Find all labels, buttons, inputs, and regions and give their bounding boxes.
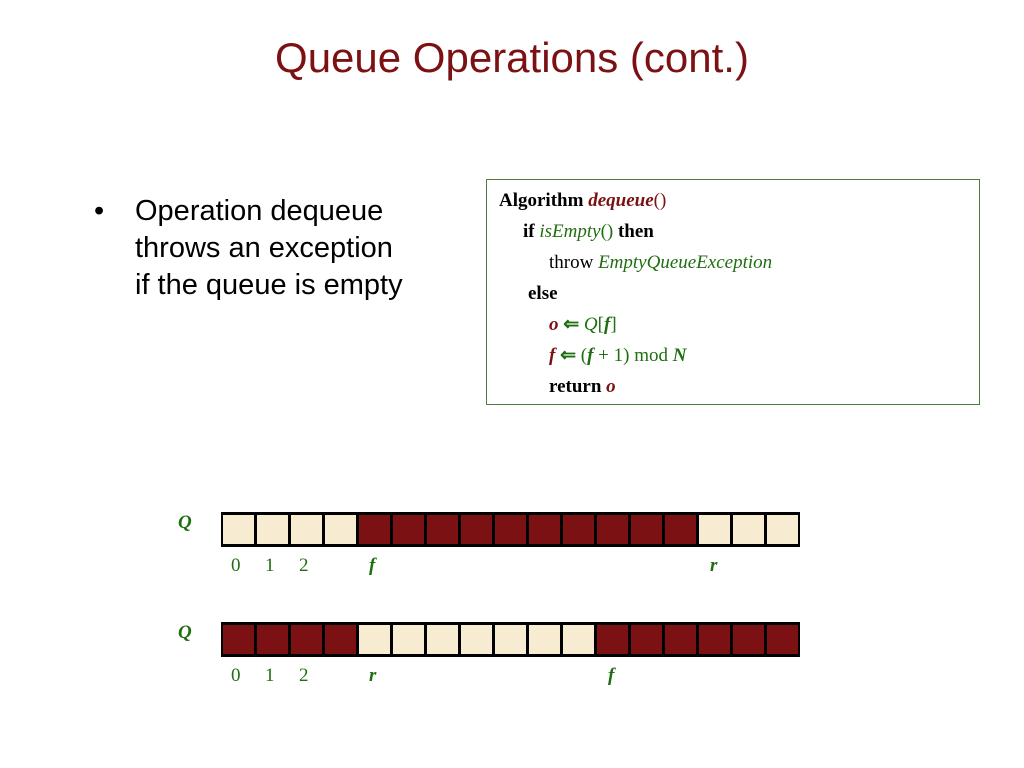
algo-keyword-if: if: [523, 221, 535, 242]
index-label-2: 2: [299, 665, 309, 686]
algo-paren: (: [580, 345, 588, 366]
array-cell-occupied: [461, 515, 492, 544]
algo-name: dequeue: [588, 190, 654, 211]
algo-expr: + 1) mod: [593, 345, 673, 366]
algo-var-o: o: [549, 314, 559, 335]
index-label-front: f: [369, 555, 376, 576]
bullet-line: throws an exception: [135, 232, 393, 264]
index-label-1: 1: [265, 665, 275, 686]
algo-index-f: f: [603, 314, 611, 335]
index-label-front: f: [608, 665, 615, 686]
array-cell-empty: [699, 515, 730, 544]
array-cell-empty: [529, 625, 560, 654]
bullet-item: • Operation dequeue throws an exception …: [94, 193, 474, 304]
algo-var-n: N: [672, 345, 687, 366]
algo-parens: (): [600, 221, 614, 242]
algo-parens: (): [653, 190, 667, 211]
array-cell-occupied: [393, 515, 424, 544]
index-label-rear: r: [369, 665, 377, 686]
array-cell-empty: [733, 515, 764, 544]
left-arrow-icon: ⇐: [563, 314, 580, 335]
array-cell-occupied: [767, 625, 798, 654]
array-cell-empty: [291, 515, 322, 544]
array-cell-empty: [427, 625, 458, 654]
algo-line-else: else: [528, 282, 558, 306]
array-cell-empty: [393, 625, 424, 654]
array-cell-empty: [461, 625, 492, 654]
array-cell-occupied: [427, 515, 458, 544]
array-cell-empty: [257, 515, 288, 544]
slide-title: Queue Operations (cont.): [275, 34, 749, 81]
index-label-1: 1: [265, 555, 275, 576]
algo-line-header: Algorithm dequeue(): [499, 189, 666, 213]
algo-keyword-throw: throw: [549, 252, 594, 273]
algo-keyword-then: then: [617, 221, 654, 242]
index-label-0: 0: [231, 555, 241, 576]
algo-keyword: Algorithm: [499, 190, 584, 211]
algo-line-if: if isEmpty() then: [523, 220, 654, 244]
array-label-q: Q: [178, 512, 192, 533]
bullet-line: Operation dequeue: [135, 195, 384, 227]
array-cell-empty: [767, 515, 798, 544]
algo-keyword-else: else: [528, 283, 558, 304]
array-cell-occupied: [631, 625, 662, 654]
array-cell-occupied: [325, 625, 356, 654]
algo-line-assign-o: o ⇐ Q[f]: [549, 313, 617, 337]
array-cell-occupied: [257, 625, 288, 654]
index-label-rear: r: [710, 555, 718, 576]
array-cell-occupied: [733, 625, 764, 654]
array-cell-occupied: [223, 625, 254, 654]
index-label-2: 2: [299, 555, 309, 576]
bullet-list: • Operation dequeue throws an exception …: [94, 193, 474, 304]
algo-line-return: return o: [549, 375, 616, 399]
array-cell-empty: [223, 515, 254, 544]
array-cell-occupied: [291, 625, 322, 654]
array-cell-occupied: [597, 625, 628, 654]
algo-bracket: [: [597, 314, 604, 335]
algo-index-f: f: [587, 345, 594, 366]
array-cell-occupied: [631, 515, 662, 544]
algo-exception: EmptyQueueException: [598, 252, 773, 273]
algo-bracket: ]: [610, 314, 617, 335]
array-cell-empty: [359, 625, 390, 654]
array-cell-occupied: [529, 515, 560, 544]
queue-array: [221, 622, 800, 657]
array-label-q: Q: [178, 622, 192, 643]
algorithm-box: Algorithm dequeue() if isEmpty() then th…: [486, 179, 980, 405]
algo-line-throw: throw EmptyQueueException: [549, 251, 772, 275]
left-arrow-icon: ⇐: [560, 345, 576, 366]
array-cell-empty: [495, 625, 526, 654]
algo-var-f: f: [549, 345, 556, 366]
array-cell-occupied: [699, 625, 730, 654]
bullet-marker: •: [94, 195, 105, 227]
algo-array-q: Q: [583, 314, 598, 335]
bullet-text: Operation dequeue throws an exception if…: [135, 193, 474, 304]
array-cell-occupied: [665, 515, 696, 544]
array-cell-occupied: [597, 515, 628, 544]
queue-array: [221, 512, 800, 547]
array-cell-occupied: [563, 515, 594, 544]
bullet-line: if the queue is empty: [135, 269, 403, 301]
algo-line-assign-f: f ⇐ (f + 1) mod N: [549, 344, 686, 368]
algo-var-o: o: [606, 376, 616, 397]
array-cell-occupied: [359, 515, 390, 544]
array-cell-empty: [325, 515, 356, 544]
array-cell-occupied: [495, 515, 526, 544]
algo-call: isEmpty: [539, 221, 601, 242]
index-label-0: 0: [231, 665, 241, 686]
array-cell-empty: [563, 625, 594, 654]
array-cell-occupied: [665, 625, 696, 654]
algo-keyword-return: return: [549, 376, 602, 397]
